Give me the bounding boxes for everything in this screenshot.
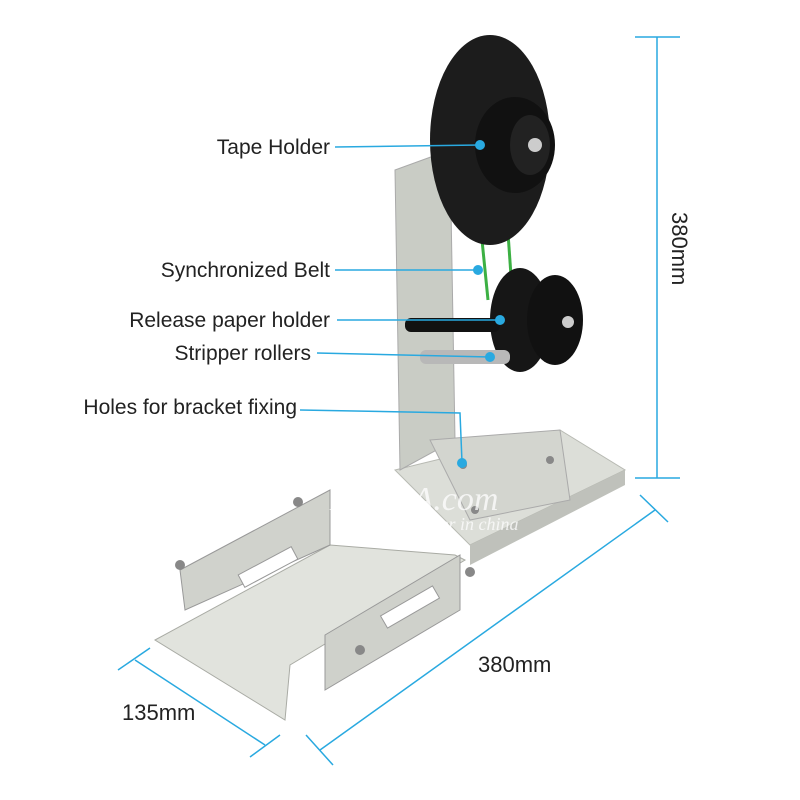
watermark-line2: Factory supplier in china (334, 514, 518, 534)
dimension-length: 380mm (478, 652, 551, 677)
dimension-width: 135mm (122, 700, 195, 725)
label-synchronized-belt: Synchronized Belt (161, 259, 330, 282)
dimension-height: 380mm (667, 212, 692, 285)
label-holes: Holes for bracket fixing (83, 396, 297, 419)
stripper-roller (405, 318, 500, 332)
label-stripper-rollers: Stripper rollers (174, 342, 311, 365)
label-tape-holder: Tape Holder (217, 136, 330, 159)
label-release-paper-holder: Release paper holder (129, 309, 330, 332)
watermark-line1: LYBGA.com (329, 481, 498, 518)
callout-dots (457, 140, 505, 468)
